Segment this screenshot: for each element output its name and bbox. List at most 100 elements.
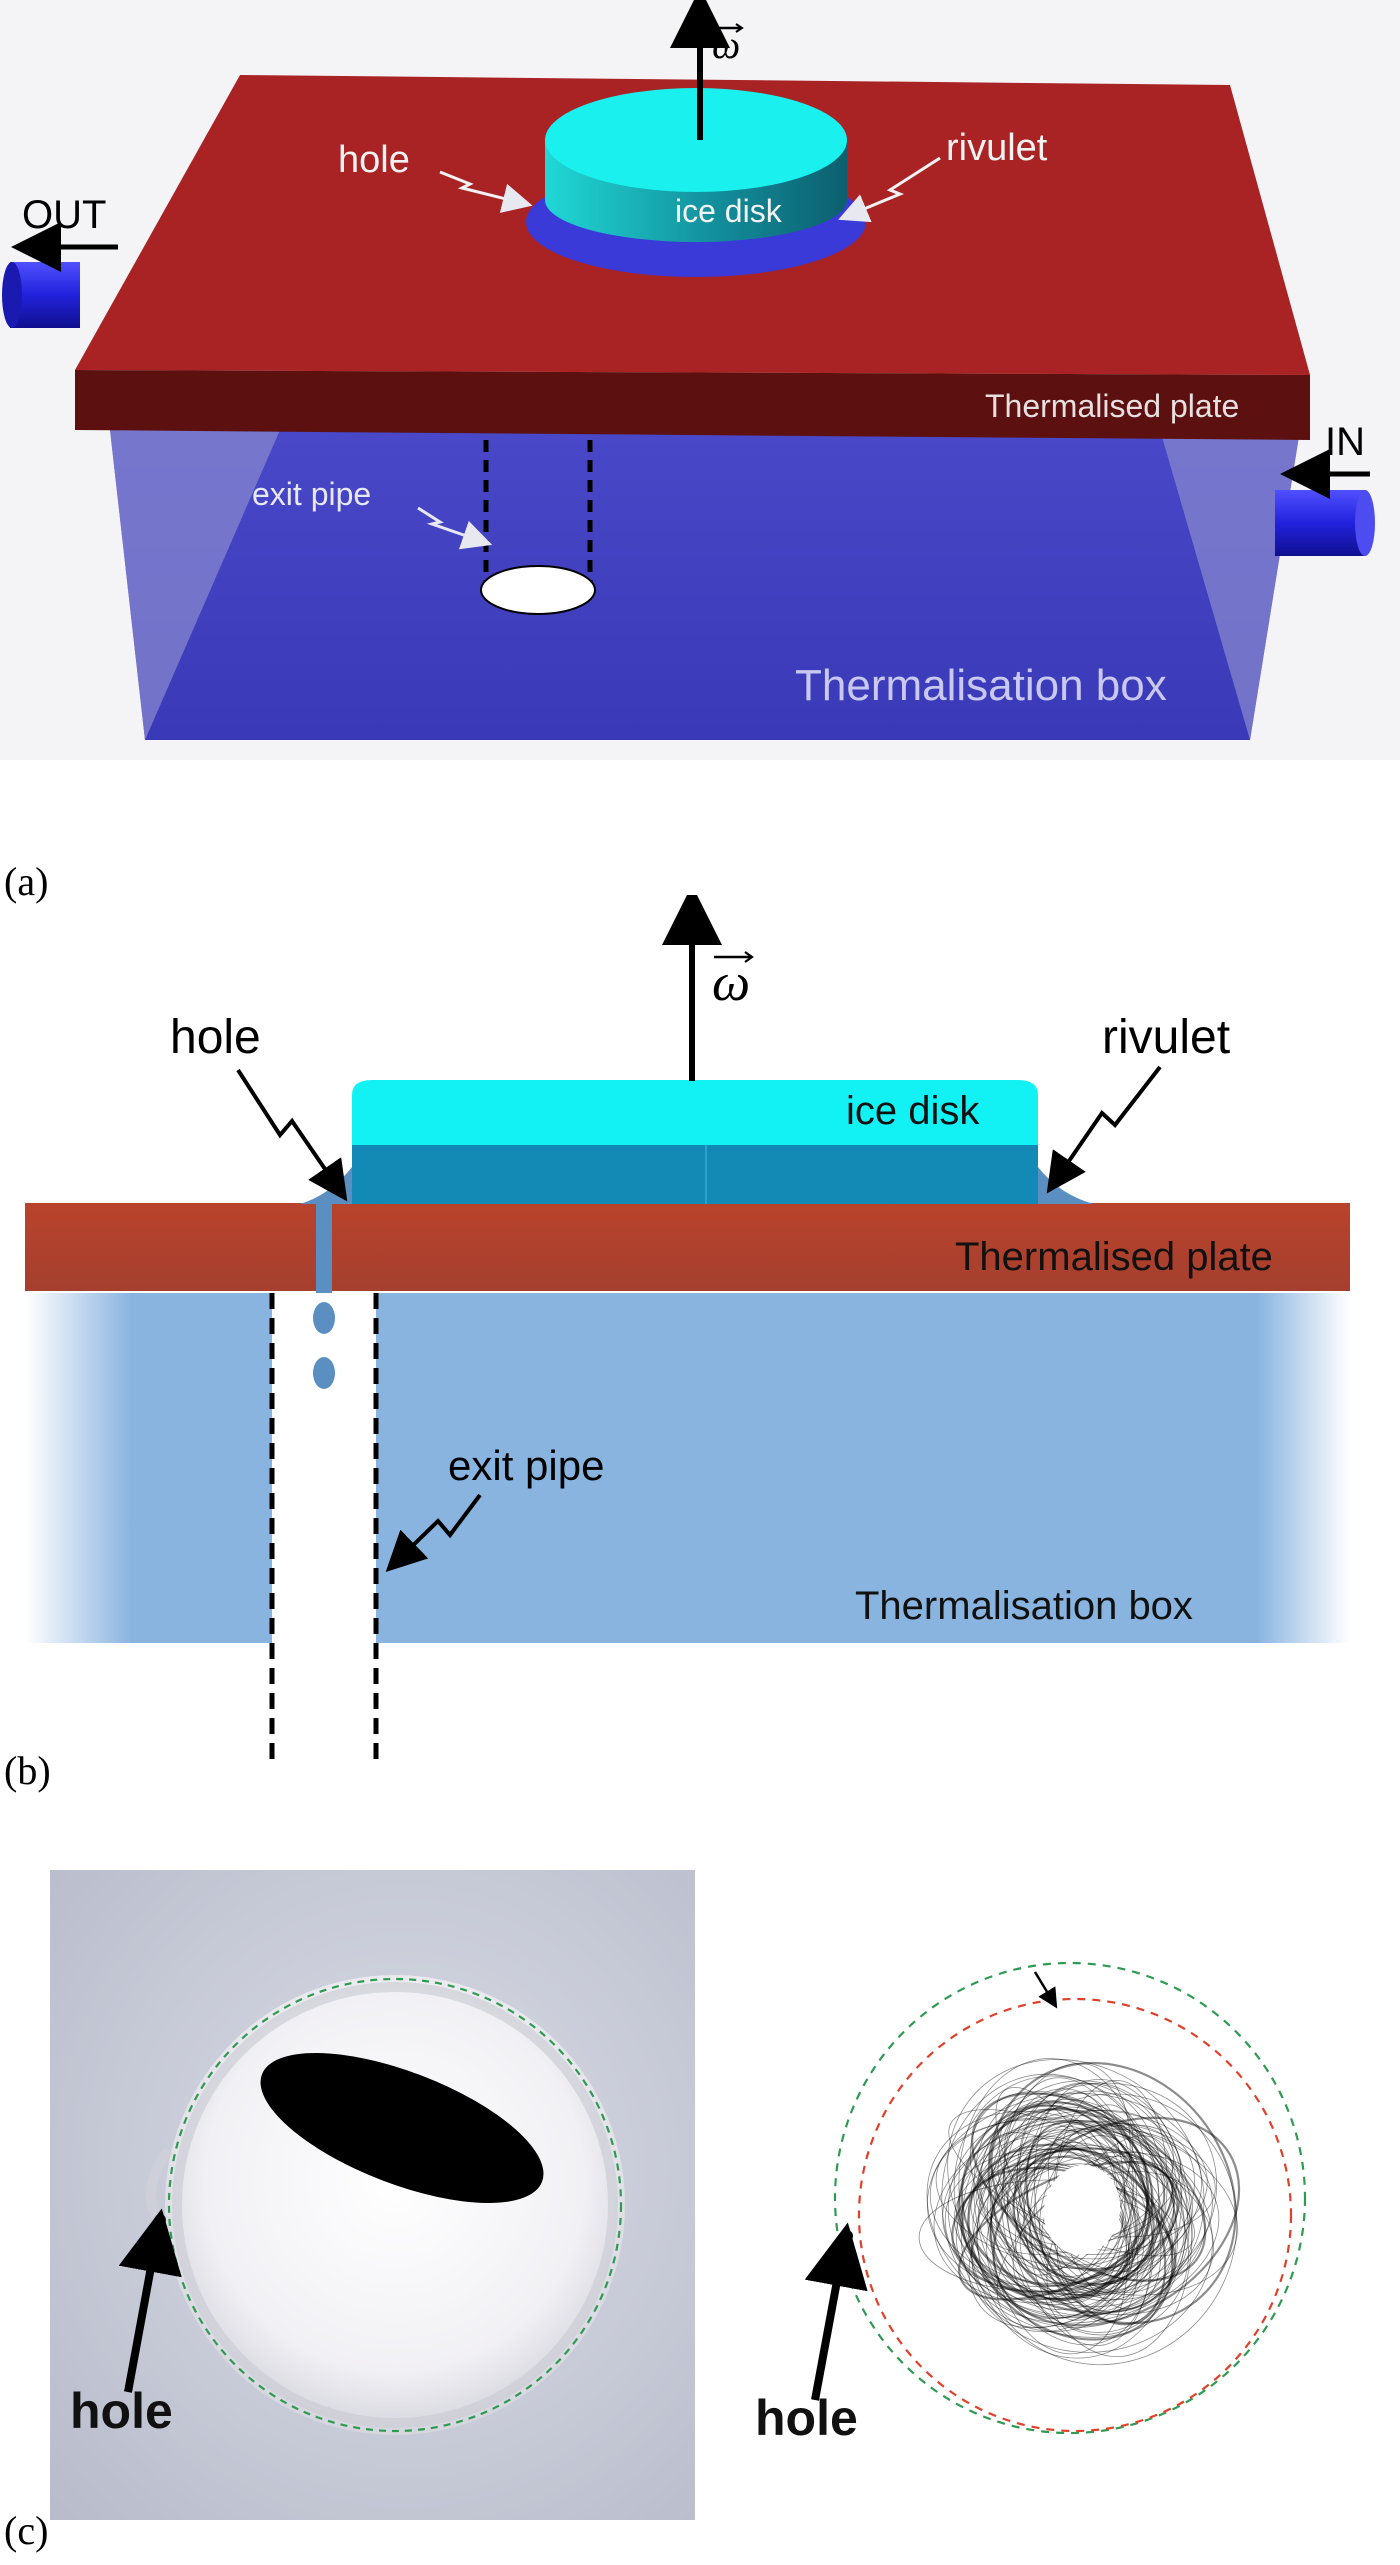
trajectory-loop [1018, 2123, 1182, 2241]
trajectory-loop [1019, 2109, 1139, 2323]
hole-label-right: hole [755, 2390, 858, 2446]
outer-boundary-circle [833, 1961, 1307, 2435]
hole-pointer [439, 170, 533, 213]
ice-disk [526, 88, 866, 277]
trajectory-loop [956, 2135, 1139, 2306]
trajectory-loop [992, 2116, 1241, 2327]
trajectory-loop [947, 2059, 1205, 2308]
trajectory-loop [990, 2128, 1213, 2296]
thermalisation-box [110, 430, 1300, 740]
trajectory-loop [972, 2130, 1175, 2299]
plate-label: Thermalised plate [985, 388, 1239, 424]
hole-channel [316, 1201, 332, 1293]
exit-pipe [480, 440, 596, 615]
exit-pipe-pointer-b [385, 1493, 482, 1572]
trajectory-loop [1015, 2090, 1182, 2301]
photo-dark-hole [260, 2053, 544, 2203]
ice-disk-label: ice disk [675, 193, 783, 229]
trajectory-loop [953, 2148, 1163, 2284]
out-pipe [2, 262, 80, 328]
exit-pipe-label-b: exit pipe [448, 1442, 604, 1489]
trajectory-curves [918, 2058, 1241, 2366]
trajectory-plot [833, 1961, 1307, 2435]
trajectory-loop [995, 2086, 1133, 2285]
ice-disk-b [352, 1080, 1038, 1204]
water-drop [313, 1302, 335, 1334]
trajectory-loop [958, 2160, 1174, 2301]
trajectory-loop [951, 2147, 1179, 2293]
panel-c: hole hole (c) [0, 1860, 1400, 2565]
panel-b-label: (b) [4, 1748, 51, 1793]
omega-label: ω [712, 22, 740, 67]
hole-label-left: hole [70, 2383, 173, 2439]
trajectory-loop [977, 2093, 1238, 2366]
trajectory-loop [989, 2106, 1178, 2333]
trajectory-loop [973, 2093, 1154, 2346]
trajectory-loop [971, 2092, 1207, 2282]
thermalised-plate-edge [75, 370, 1310, 440]
trajectory-loop [960, 2129, 1213, 2353]
hole-arrow-left [118, 2208, 182, 2393]
panel-b: ω hole rivulet ice disk Thermalised plat… [0, 895, 1400, 1795]
trajectory-loop [1033, 2091, 1126, 2285]
trajectory-loop [1017, 2163, 1147, 2266]
trajectory-loop [971, 2147, 1140, 2333]
rivulet-pointer [838, 156, 941, 223]
rivulet-label: rivulet [946, 127, 1048, 169]
trajectory-loop [989, 2155, 1138, 2301]
trajectory-loop [942, 2115, 1177, 2287]
panel-b-section-diagram: ω hole rivulet ice disk Thermalised plat… [25, 895, 1350, 1763]
trajectory-loop [1017, 2082, 1166, 2285]
plot-hole-dot [841, 2230, 853, 2242]
trajectory-loop [980, 2080, 1183, 2287]
trajectory-loop [935, 2118, 1194, 2270]
exit-pipe-b [272, 1293, 376, 1658]
box-label: Thermalisation box [795, 661, 1167, 710]
trajectory-loop [987, 2061, 1237, 2325]
trajectory-loop [1023, 2154, 1132, 2294]
trajectory-loop [967, 2099, 1177, 2359]
trajectory-loop [978, 2109, 1208, 2255]
trajectory-loop [962, 2082, 1218, 2319]
trajectory-loop [1023, 2078, 1193, 2358]
trajectory-loop [1003, 2077, 1153, 2347]
trajectory-loop [1001, 2082, 1188, 2336]
trajectory-loop [929, 2117, 1191, 2296]
ice-disk-label-b: ice disk [846, 1089, 980, 1133]
trajectory-loop [978, 2146, 1214, 2315]
trajectory-loop [1034, 2124, 1175, 2294]
trajectory-loop [958, 2058, 1148, 2319]
thermalised-plate-b [25, 1203, 1350, 1291]
in-pipe [1275, 490, 1375, 556]
trajectory-loop [971, 2151, 1220, 2324]
plate-label-b: Thermalised plate [955, 1235, 1273, 1279]
trajectory-loop [926, 2093, 1202, 2295]
box-label-b: Thermalisation box [855, 1584, 1193, 1628]
trajectory-loop [1013, 2121, 1152, 2279]
exit-pipe-label: exit pipe [252, 476, 371, 512]
panel-c-label: (c) [4, 2508, 49, 2553]
trajectory-loop [998, 2100, 1193, 2282]
trajectory-loop [967, 2143, 1174, 2341]
trajectory-loop [953, 2075, 1160, 2310]
trajectory-loop [990, 2137, 1128, 2355]
rivulet-label-b: rivulet [1102, 1011, 1230, 1064]
exit-pipe-pointer [417, 506, 493, 550]
shrink-arrow [1033, 1971, 1058, 2009]
trajectory-loop [1004, 2104, 1148, 2251]
rivulet-right [1038, 1167, 1094, 1204]
hole-label-b: hole [170, 1011, 261, 1064]
trajectory-loop [987, 2062, 1131, 2297]
trajectory-loop [957, 2108, 1154, 2301]
panel-a-3d-diagram: ω hole rivulet ice disk Thermalised plat… [0, 0, 1400, 760]
water-drop [313, 1357, 335, 1389]
trajectory-loop [1012, 2148, 1155, 2286]
hole-label: hole [338, 139, 410, 181]
trajectory-loop [990, 2104, 1150, 2272]
hole-arrow-right [804, 2222, 868, 2401]
rivulet-pointer-b [1046, 1065, 1162, 1194]
exit-pipe-opening [480, 565, 596, 615]
trajectory-loop [968, 2124, 1195, 2329]
trajectory-loop [918, 2179, 1176, 2293]
inner-boundary-circle [857, 1997, 1293, 2433]
